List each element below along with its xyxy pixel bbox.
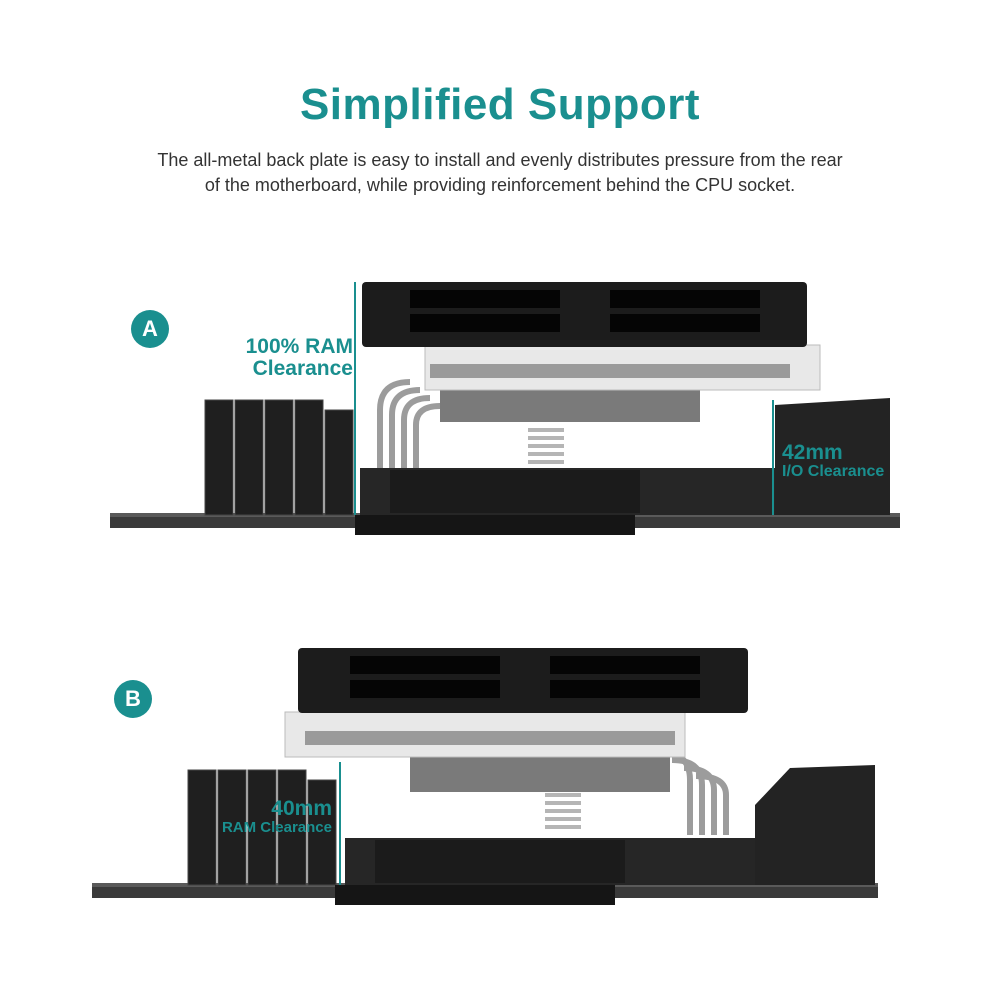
page-title: Simplified Support (299, 80, 701, 129)
ram-clearance-value-b: 40mm (271, 797, 332, 820)
ram-clearance-value-a: 100% RAM (245, 335, 353, 358)
badge-b: B (114, 680, 152, 718)
cooler-illustration-b (92, 648, 878, 905)
scene-a: A 100% RAM Clearance 42mm I/O Clearance (0, 270, 1000, 560)
ram-clearance-label-b: 40mm RAM Clearance (212, 797, 332, 837)
io-clearance-value-a: 42mm (782, 441, 843, 464)
scene-b: B 40mm RAM Clearance (0, 640, 1000, 930)
page-subtitle: The all-metal back plate is easy to inst… (157, 150, 843, 195)
io-clearance-text-a: I/O Clearance (782, 463, 885, 481)
ram-clearance-label-a: 100% RAM Clearance (238, 335, 353, 381)
badge-a: A (131, 310, 169, 348)
ram-clearance-text-a: Clearance (252, 357, 353, 381)
cooler-illustration-a (110, 282, 900, 535)
ram-clearance-text-b: RAM Clearance (221, 819, 332, 837)
io-clearance-label-a: 42mm I/O Clearance (782, 441, 885, 481)
